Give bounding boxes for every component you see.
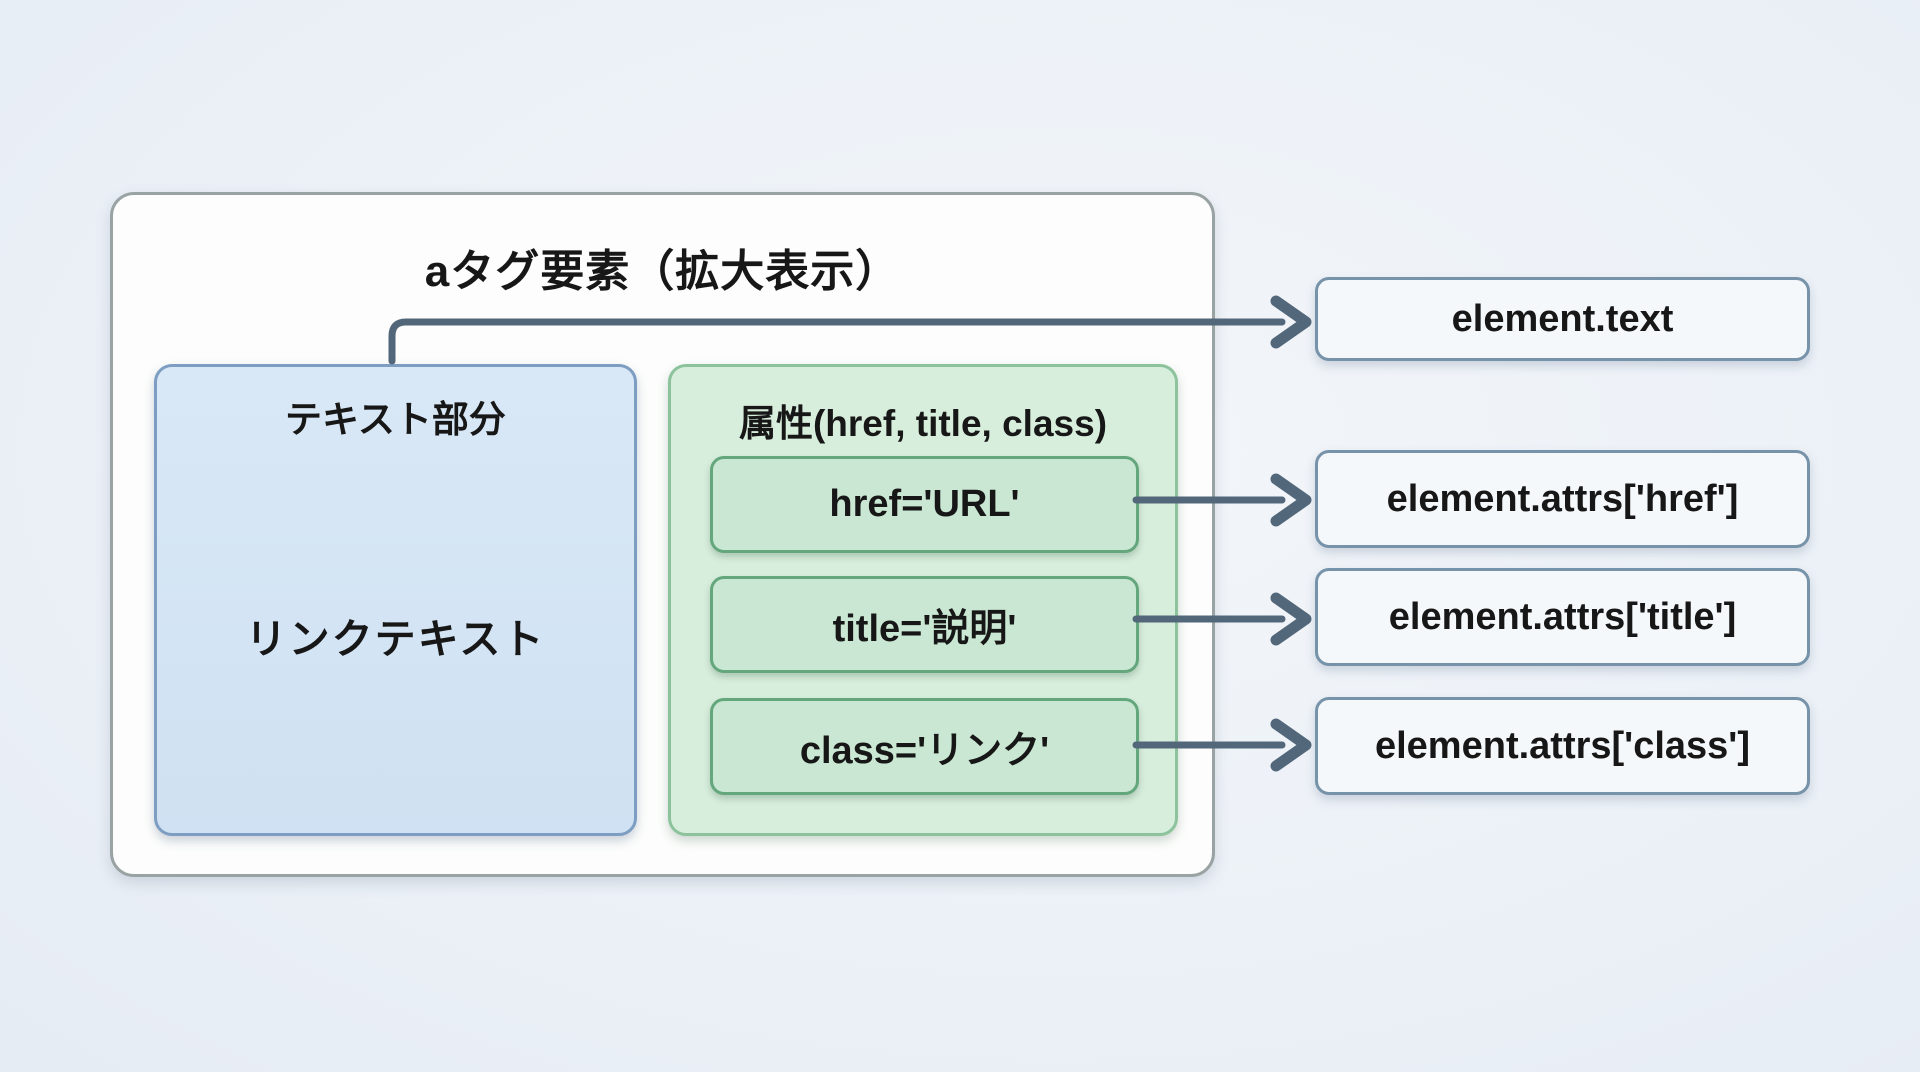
attrs-section-box: 属性(href, title, class) href='URL' title=… <box>668 364 1178 836</box>
text-section-box: テキスト部分 リンクテキスト <box>154 364 637 836</box>
output-element-text-box: element.text <box>1315 277 1810 361</box>
text-section-label: テキスト部分 <box>285 399 506 440</box>
attr-item-title: title='説明' <box>710 576 1139 673</box>
output-element-text-label: element.text <box>1451 297 1674 340</box>
output-attrs-title-label: element.attrs['title'] <box>1388 595 1737 638</box>
output-attrs-class-label: element.attrs['class'] <box>1374 724 1750 767</box>
attrs-section-label: 属性(href, title, class) <box>738 403 1108 444</box>
a-tag-element-box: aタグ要素（拡大表示） テキスト部分 リンクテキスト 属性(href, titl… <box>110 192 1215 877</box>
output-attrs-href-label: element.attrs['href'] <box>1386 477 1739 520</box>
main-box-title: aタグ要素（拡大表示） <box>424 247 901 296</box>
attr-item-class: class='リンク' <box>710 698 1139 795</box>
output-attrs-href-box: element.attrs['href'] <box>1315 450 1810 548</box>
output-attrs-title-box: element.attrs['title'] <box>1315 568 1810 666</box>
attr-item-href: href='URL' <box>710 456 1139 553</box>
output-attrs-class-box: element.attrs['class'] <box>1315 697 1810 795</box>
link-text-value: リンクテキスト <box>245 616 546 662</box>
